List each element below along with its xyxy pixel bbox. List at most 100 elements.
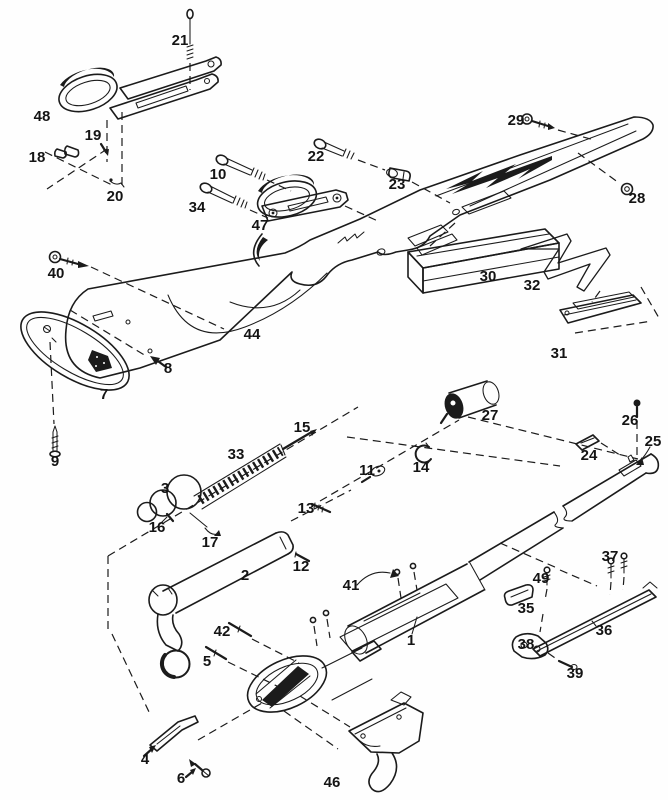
part-label-6: 6 <box>177 770 185 787</box>
diagram-line-art <box>166 474 202 510</box>
sling-swivel-40 <box>48 250 225 330</box>
diagram-line-art <box>356 571 391 586</box>
barrel-band-47 <box>256 174 381 223</box>
diagram-line-art <box>256 180 318 218</box>
diagram-line-art <box>313 502 324 513</box>
diagram-line-art <box>58 73 118 113</box>
diagram-line-art <box>109 73 219 120</box>
part-label-8: 8 <box>164 360 172 377</box>
butt-plate-screw-9 <box>49 425 61 458</box>
part-label-5: 5 <box>203 653 211 670</box>
diagram-line-art <box>564 310 570 316</box>
diagram-line-art <box>159 516 168 525</box>
diagram-line-art <box>203 77 211 85</box>
diagram-line-art <box>321 647 373 701</box>
diagram-line-art <box>360 475 372 484</box>
bolt-group-envelope <box>107 406 561 715</box>
diagram-line-art <box>347 563 468 627</box>
diagram-line-art <box>227 661 282 689</box>
diagram-line-art <box>346 436 561 467</box>
diagram-line-art <box>189 759 196 767</box>
floorplate-screw-21 <box>186 8 194 90</box>
diagram-line-art <box>64 116 654 379</box>
diagram-line-art <box>214 530 221 536</box>
diagram-line-art <box>448 380 497 419</box>
part-label-44: 44 <box>244 326 261 343</box>
diagram-line-art <box>618 459 642 477</box>
diagram-line-art <box>365 589 485 654</box>
diagram-line-art <box>309 616 317 624</box>
diagram-line-art <box>165 512 175 523</box>
front-sight-parts <box>439 380 651 465</box>
diagram-line-art <box>52 425 58 433</box>
diagram-line-art <box>149 715 199 752</box>
leader-arrow-8 <box>150 356 168 369</box>
part-label-30: 30 <box>480 268 497 285</box>
diagram-line-art <box>223 157 253 176</box>
diagram-line-art <box>390 691 412 706</box>
diagram-line-art <box>557 129 595 141</box>
diagram-line-art <box>193 443 287 510</box>
diagram-line-art <box>543 572 551 586</box>
part-label-42: 42 <box>214 623 231 640</box>
diagram-line-art <box>499 542 558 569</box>
part-label-24: 24 <box>581 447 598 464</box>
diagram-line-art <box>479 527 564 581</box>
diagram-line-art <box>237 625 241 633</box>
diagram-line-art <box>229 289 301 309</box>
diagram-line-art <box>407 251 424 294</box>
diagram-line-art <box>563 299 637 316</box>
part-label-33: 33 <box>228 446 245 463</box>
magazine-box-30 <box>407 222 560 294</box>
diagram-line-art <box>591 620 597 627</box>
diagram-line-art <box>266 179 292 192</box>
part-label-15: 15 <box>294 419 311 436</box>
diagram-line-art <box>232 195 248 209</box>
grommet-28 <box>577 152 634 196</box>
diagram-line-art <box>252 233 263 267</box>
part-label-46: 46 <box>324 774 341 791</box>
diagram-line-art <box>281 431 312 451</box>
diagram-line-art <box>370 465 386 477</box>
diagram-line-art <box>290 489 352 522</box>
diagram-line-art <box>416 233 458 256</box>
diagram-line-art <box>416 233 550 257</box>
diagram-line-art <box>640 286 660 319</box>
diagram-line-art <box>186 44 194 60</box>
diagram-line-art <box>125 319 131 325</box>
part-label-28: 28 <box>629 190 646 207</box>
diagram-line-art <box>332 193 342 203</box>
diagram-line-art <box>439 412 449 425</box>
trigger-assembly-46 <box>283 691 424 793</box>
part-label-1: 1 <box>407 632 415 649</box>
part-label-41: 41 <box>343 577 360 594</box>
diagram-line-art <box>88 350 112 372</box>
diagram-line-art <box>402 171 405 180</box>
diagram-line-art <box>388 167 411 182</box>
diagram-line-art <box>511 632 549 660</box>
guard-screw-10 <box>215 154 292 192</box>
diagram-line-art <box>95 365 97 367</box>
diagram-line-art <box>520 233 611 292</box>
diagram-line-art <box>425 442 432 464</box>
diagram-line-art <box>532 589 657 657</box>
diagram-line-art <box>92 310 114 322</box>
diagram-line-art <box>135 85 189 109</box>
bolt-body-2 <box>148 531 294 679</box>
part-label-25: 25 <box>645 433 662 450</box>
diagram-line-art <box>469 562 486 591</box>
diagram-line-art <box>467 416 639 460</box>
diagram-line-art <box>553 511 564 529</box>
diagram-line-art <box>600 442 624 458</box>
floorplate-guard-assembly <box>58 56 222 120</box>
guard-screw-34 <box>199 182 269 219</box>
diagram-line-art <box>363 592 421 622</box>
diagram-line-art <box>524 116 530 122</box>
part-label-39: 39 <box>567 665 584 682</box>
diagram-line-art <box>422 256 560 282</box>
diagram-line-art <box>66 257 74 266</box>
diagram-line-art <box>52 254 58 260</box>
part-label-22: 22 <box>308 148 325 165</box>
